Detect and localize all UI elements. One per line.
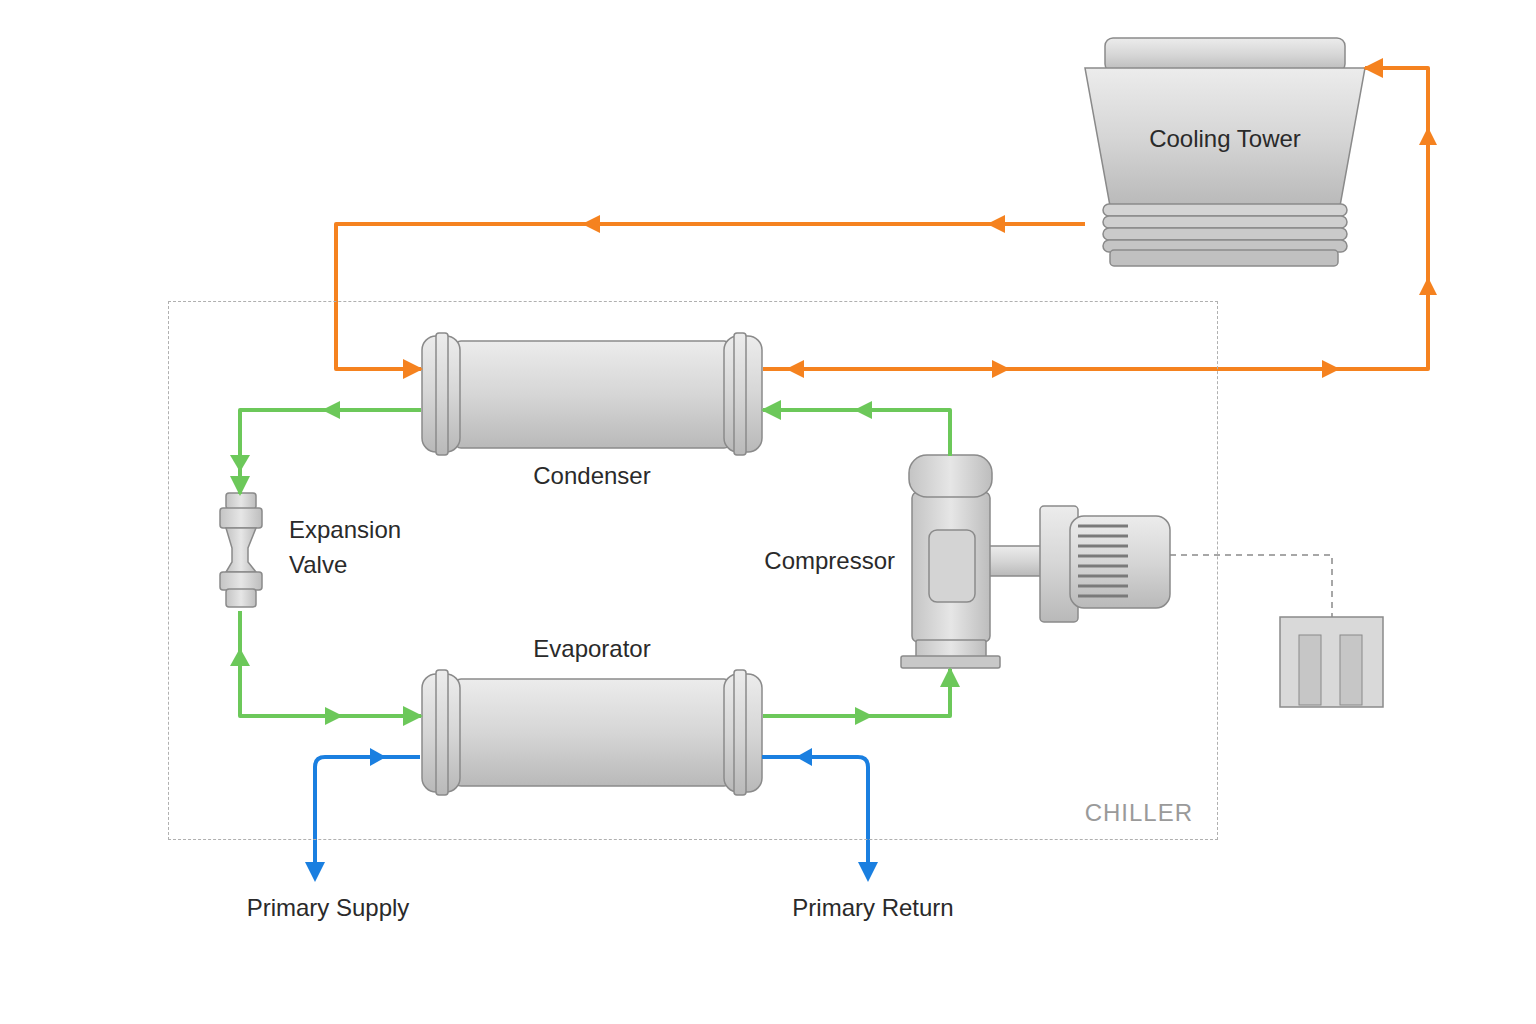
- component-label: Evaporator: [533, 631, 650, 667]
- control-panel: [1170, 555, 1383, 707]
- flow-arrows: [582, 127, 1437, 378]
- cooling-tower-drawing: [1085, 38, 1365, 266]
- refrigerant-line: [763, 410, 950, 456]
- component-label: Condenser: [533, 458, 650, 494]
- motor-fin: [1078, 525, 1128, 528]
- condenser-vessel: [422, 333, 762, 455]
- condenser-water-pipe: [763, 68, 1428, 369]
- pipe-label: Primary Return: [792, 894, 953, 922]
- motor-fin: [1078, 545, 1128, 548]
- refrigerant-line: [763, 669, 950, 716]
- pipe-label: Primary Supply: [247, 894, 410, 922]
- refrigerant-line: [240, 611, 421, 716]
- refrigerant-line: [240, 410, 421, 494]
- compressor-drawing: [901, 455, 1170, 668]
- motor-fin: [1078, 555, 1128, 558]
- primary-water-pipes: [315, 757, 868, 868]
- motor-fin: [1078, 535, 1128, 538]
- expansion-valve: Expansion Valve: [219, 494, 265, 611]
- component-label: Expansion Valve: [289, 513, 419, 583]
- flow-arrows: [305, 748, 878, 882]
- expansion-valve-drawing: [220, 493, 262, 607]
- component-label: Cooling Tower: [1149, 121, 1301, 157]
- motor-fin: [1078, 585, 1128, 588]
- motor-fin: [1078, 575, 1128, 578]
- evaporator: Evaporator: [421, 671, 763, 796]
- compressor: Compressor: [901, 456, 1171, 669]
- evaporator-vessel: [422, 670, 762, 795]
- chiller-enclosure: CHILLERCondenserExpansion ValveCompresso…: [168, 301, 1218, 840]
- component-label: Compressor: [764, 543, 895, 579]
- condenser: Condenser: [421, 334, 763, 456]
- condenser-water-pipe: [336, 224, 1085, 369]
- motor-fin: [1078, 565, 1128, 568]
- motor-fin: [1078, 595, 1128, 598]
- enclosure-label: CHILLER: [1085, 795, 1193, 831]
- cooling-tower: Cooling Tower: [1085, 38, 1365, 266]
